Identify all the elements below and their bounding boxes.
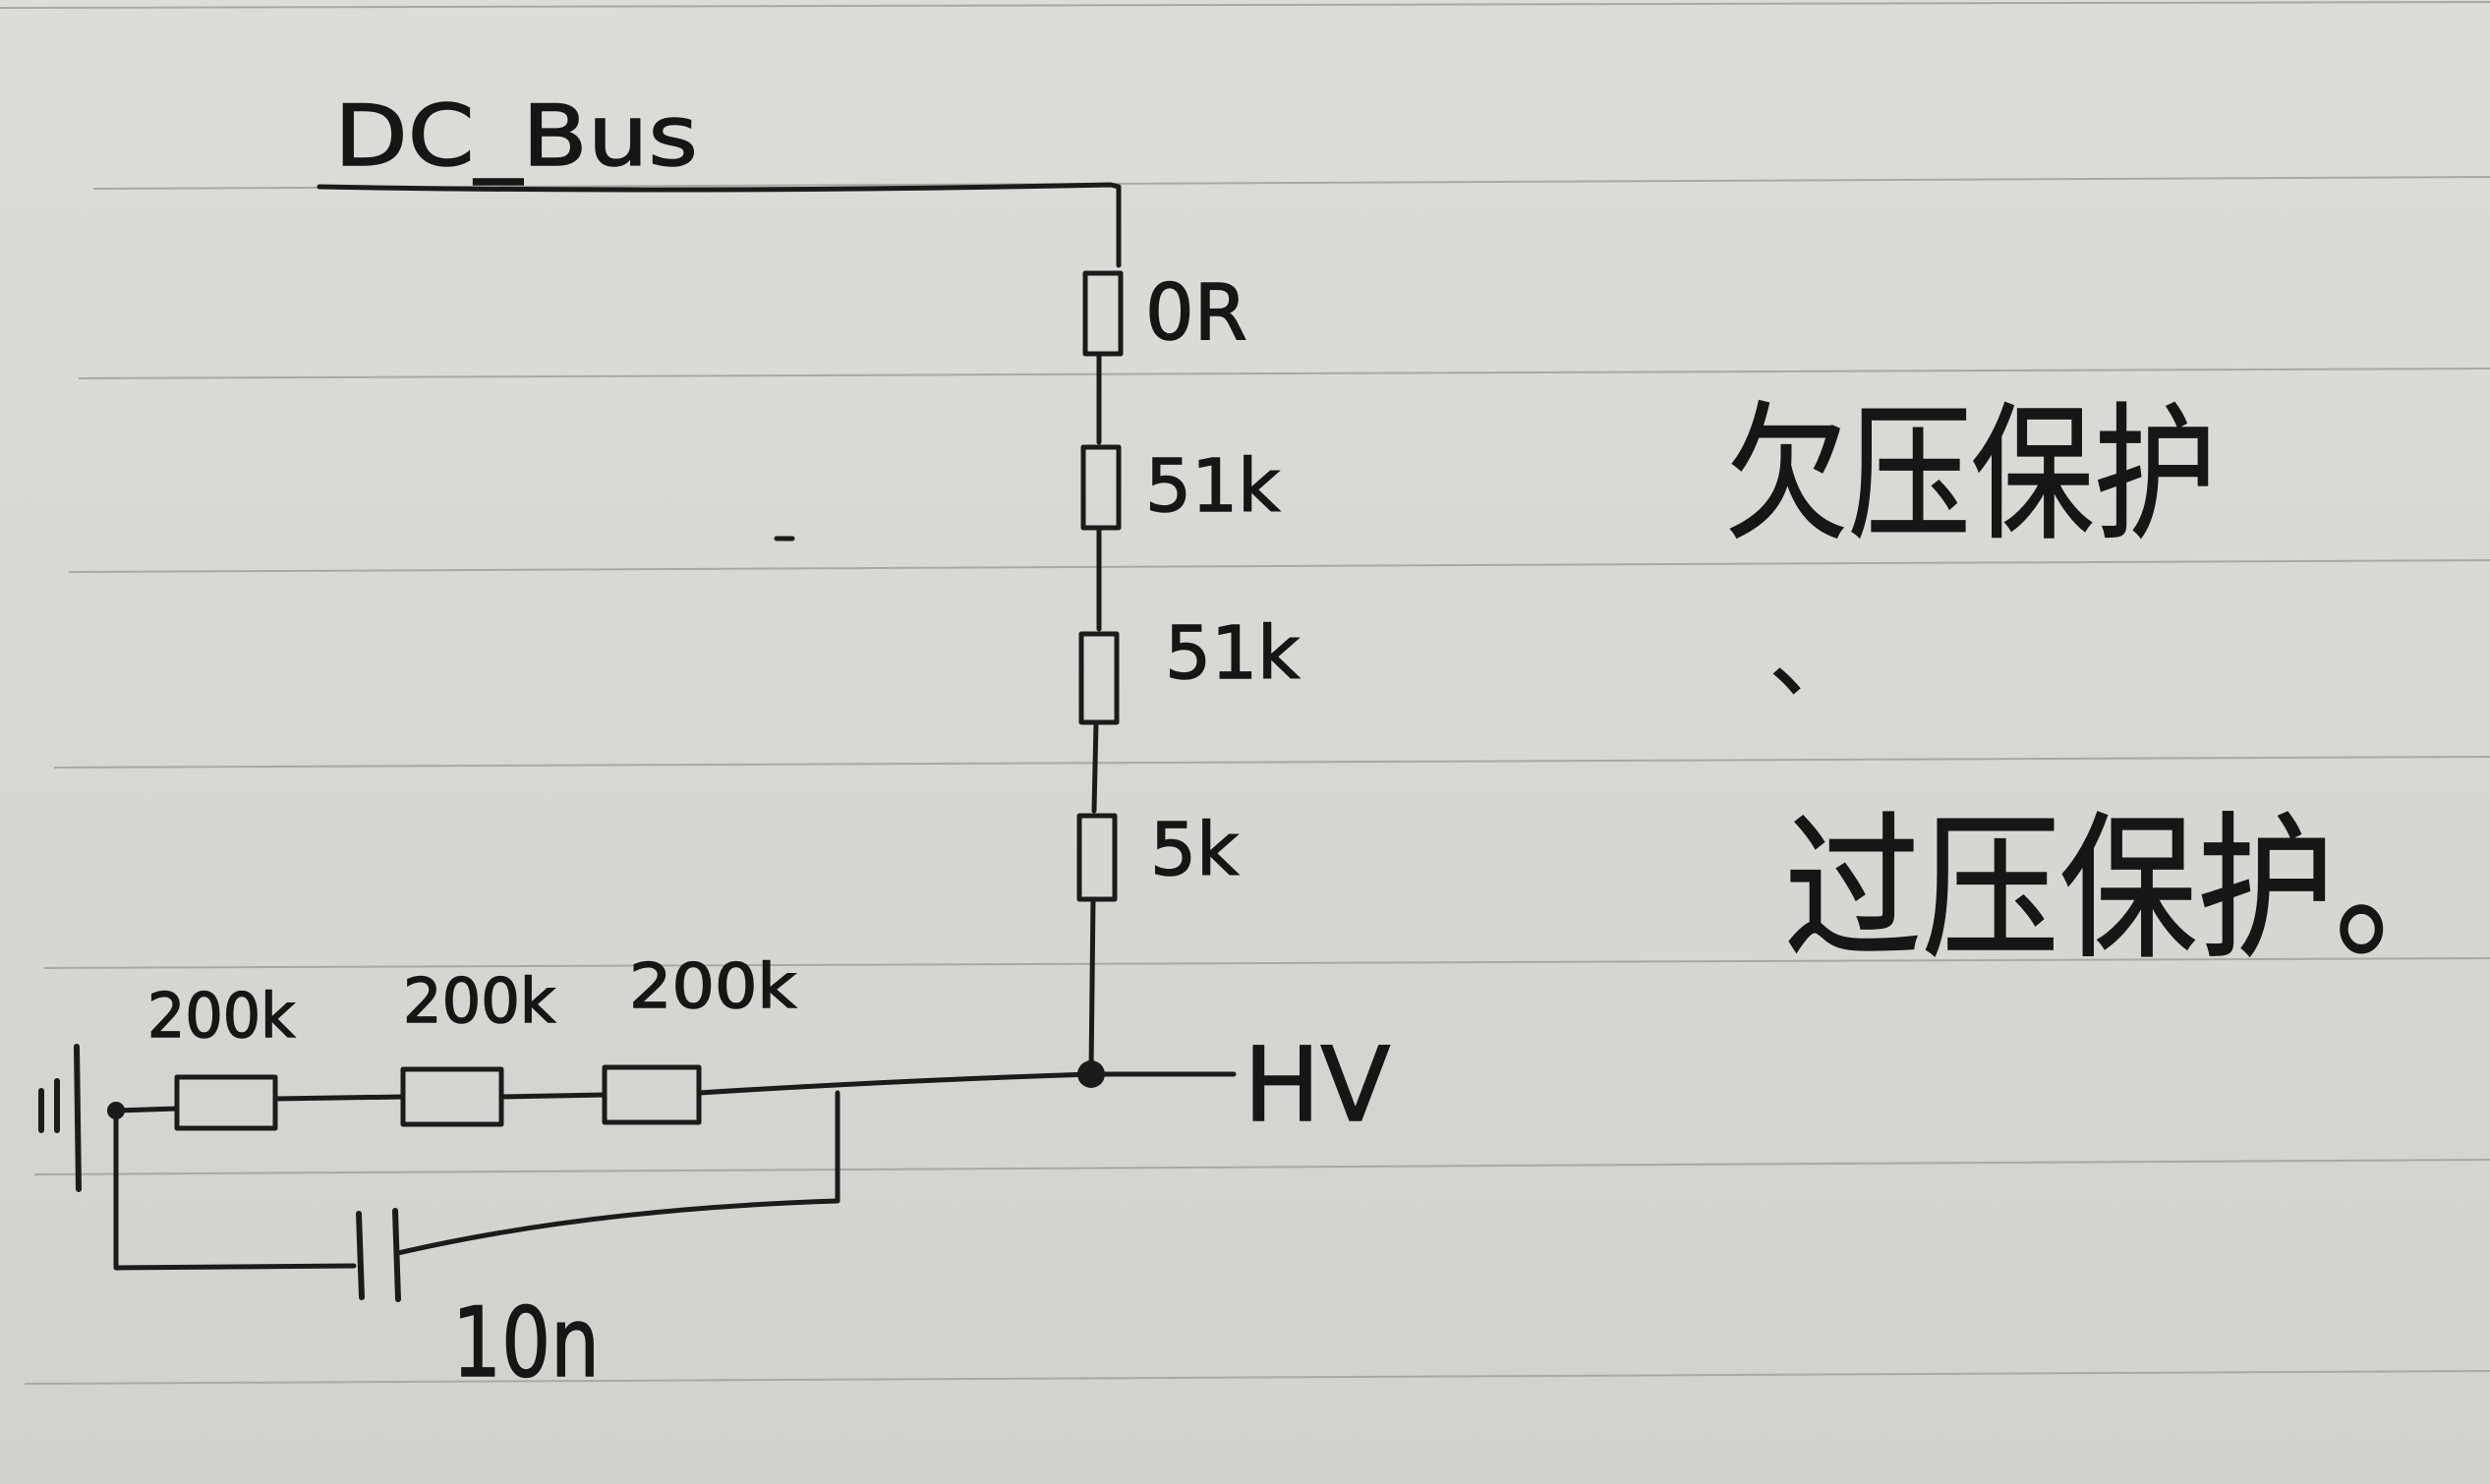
- capacitor-plate-left: [356, 1211, 365, 1300]
- resistor-5k: [1076, 813, 1118, 902]
- note-overvoltage: 过压保护。: [1784, 797, 2472, 981]
- horizontal-resistor-chain: [38, 1044, 1094, 1192]
- note-undervoltage: 欠压保护: [1725, 390, 2217, 561]
- resistor-200k-2: [400, 1066, 504, 1127]
- resistor-label-51k-upper: 51k: [1145, 444, 1280, 529]
- resistor-200k-3: [602, 1064, 702, 1125]
- resistor-0r: [1082, 270, 1124, 357]
- resistor-label-200k-1: 200k: [147, 980, 295, 1052]
- resistor-label-200k-3: 200k: [629, 950, 796, 1022]
- capacitor-label: 10n: [452, 1287, 600, 1399]
- note-separator: 、: [1769, 606, 1858, 710]
- vertical-resistor-chain: [1076, 270, 1124, 1074]
- resistor-label-0r: 0R: [1145, 269, 1247, 358]
- dc-bus-label: DC_Bus: [334, 87, 698, 186]
- resistor-label-51k-lower: 51k: [1165, 611, 1300, 696]
- resistor-label-200k-2: 200k: [403, 965, 555, 1037]
- resistor-200k-1: [174, 1074, 278, 1131]
- dc-bus-wire: [317, 182, 1122, 268]
- resistor-51k-lower: [1078, 631, 1120, 725]
- hv-label: HV: [1244, 1025, 1390, 1145]
- capacitor-loop: [113, 1090, 840, 1302]
- resistor-51k-upper: [1080, 444, 1122, 531]
- resistor-label-5k: 5k: [1150, 808, 1239, 892]
